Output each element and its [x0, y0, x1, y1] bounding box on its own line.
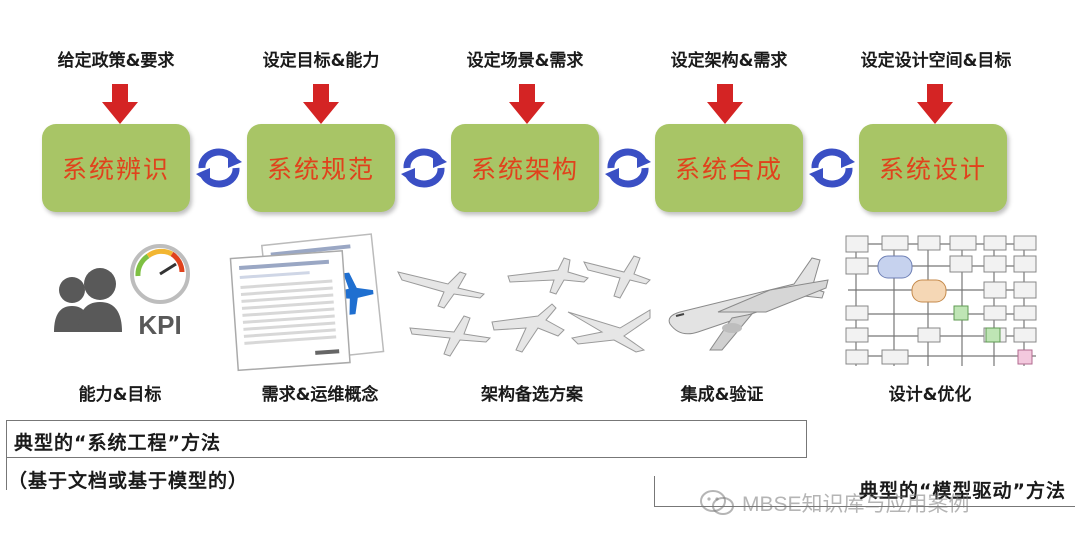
watermark-text: MBSE知识库与应用案例 [742, 493, 970, 516]
design-structure-matrix-icon [845, 235, 1037, 366]
stage-output-label: 集成&验证 [680, 385, 764, 405]
traditional-method-bracket [6, 420, 807, 458]
model-driven-method-bracket [654, 476, 1075, 507]
watermark: MBSE知识库与应用案例 [700, 488, 970, 518]
stage-input-label: 设定目标&能力 [262, 51, 380, 71]
architecture-alternatives-icon [397, 255, 651, 357]
stage-input-label: 设定场景&需求 [466, 51, 584, 71]
stage-output-label: 能力&目标 [78, 385, 162, 405]
requirements-document-icon [229, 233, 385, 372]
stage-box-system-identification: 系统辨识 [42, 124, 190, 212]
stage-output-label: 架构备选方案 [481, 385, 583, 405]
cycle-arrows-icon [605, 148, 651, 188]
people-kpi-icon: KPI [54, 244, 190, 340]
stage-output-label: 设计&优化 [888, 385, 972, 405]
stage-input-label: 设定架构&需求 [670, 51, 788, 71]
kpi-text: KPI [138, 310, 181, 340]
traditional-method-sublabel: （基于文档或基于模型的） [8, 470, 249, 492]
stage-box-system-design: 系统设计 [859, 124, 1007, 212]
cycle-arrows-icon [401, 148, 447, 188]
down-arrow-icon [303, 84, 339, 124]
traditional-method-label: 典型的“系统工程”方法 [14, 432, 221, 454]
down-arrow-icon [102, 84, 138, 124]
airliner-icon [668, 257, 829, 351]
stage-output-label: 需求&运维概念 [261, 385, 379, 405]
down-arrow-icon [917, 84, 953, 124]
stage-box-system-specification: 系统规范 [247, 124, 395, 212]
stage-box-system-architecture: 系统架构 [451, 124, 599, 212]
traditional-method-bracket-left [6, 420, 7, 490]
cycle-arrows-icon [809, 148, 855, 188]
down-arrow-icon [509, 84, 545, 124]
wechat-icon [700, 490, 734, 515]
down-arrow-icon [707, 84, 743, 124]
stage-input-label: 设定设计空间&目标 [860, 51, 1012, 71]
model-driven-method-label: 典型的“模型驱动”方法 [859, 480, 1066, 502]
stage-box-system-synthesis: 系统合成 [655, 124, 803, 212]
stage-input-label: 给定政策&要求 [57, 51, 175, 71]
cycle-arrows-icon [196, 148, 242, 188]
